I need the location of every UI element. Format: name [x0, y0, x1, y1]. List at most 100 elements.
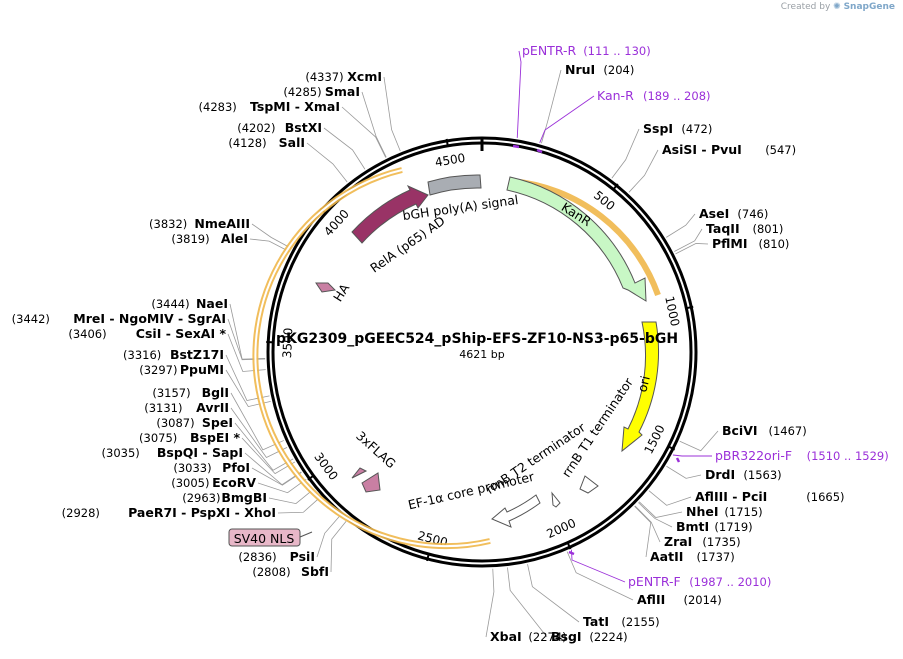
- credit-brand: SnapGene: [843, 2, 895, 12]
- enzyme-site[interactable]: BmgBI(2963): [182, 490, 267, 505]
- ha-feature[interactable]: [315, 282, 337, 293]
- enzyme-site[interactable]: SmaI(4285): [283, 84, 360, 99]
- enzyme-site[interactable]: NruI(204): [565, 62, 634, 77]
- enzyme-name: AseI: [699, 206, 729, 221]
- enzyme-site[interactable]: BsgI(2224): [551, 629, 628, 644]
- enzyme-site[interactable]: DrdI(1563): [705, 467, 782, 482]
- 3xflag-feature[interactable]: [351, 467, 381, 493]
- enzyme-site[interactable]: BstXI(4202): [237, 120, 322, 135]
- kanr-feature[interactable]: [506, 176, 647, 302]
- primer-leader: [539, 95, 595, 143]
- enzyme-site[interactable]: BspEI *(3075): [139, 430, 240, 445]
- enzyme-leader: [675, 243, 709, 255]
- enzyme-position: (4285): [283, 85, 321, 99]
- rrnb-t2-terminator-feature[interactable]: [551, 491, 561, 508]
- tick-mark: [685, 305, 694, 310]
- sv40-nls-box[interactable]: [228, 528, 301, 547]
- enzyme-site[interactable]: TaqII (801): [706, 221, 783, 236]
- enzyme-name: PflMI: [712, 236, 748, 251]
- enzyme-site[interactable]: SpeI(3087): [156, 415, 233, 430]
- enzyme-site[interactable]: XcmI (4337): [305, 69, 382, 84]
- enzyme-site[interactable]: XbaI (2274): [490, 629, 567, 644]
- enzyme-site[interactable]: PpuMI(3297): [139, 362, 224, 377]
- enzyme-site[interactable]: AsiSI - PvuI (547): [662, 142, 796, 157]
- enzyme-site[interactable]: AatII(1737): [650, 549, 735, 564]
- enzyme-site[interactable]: CsiI - SexAI *(3406): [68, 326, 226, 341]
- enzyme-leader: [316, 515, 341, 558]
- ori-feature[interactable]: [621, 321, 660, 453]
- tick-mark: [425, 552, 430, 562]
- enzyme-position: (2274): [528, 630, 566, 644]
- enzyme-position: (810): [759, 237, 790, 251]
- enzyme-site[interactable]: TatI(2155): [583, 614, 660, 629]
- enzyme-site[interactable]: SspI(472): [643, 121, 712, 136]
- enzyme-name: SpeI: [202, 415, 233, 430]
- enzyme-site[interactable]: AvrII(3131): [144, 400, 229, 415]
- enzyme-position: (3157): [152, 386, 190, 400]
- enzyme-leader: [257, 478, 307, 494]
- enzyme-position: (2836): [238, 550, 276, 564]
- enzyme-position: (3316): [123, 348, 161, 362]
- enzyme-site[interactable]: PflMI (810): [712, 236, 789, 251]
- enzyme-site[interactable]: PfoI(3033): [173, 460, 250, 475]
- enzyme-site[interactable]: MreI - NgoMIV - SgrAI(3442): [12, 311, 226, 326]
- enzyme-name: BmgBI: [221, 490, 267, 505]
- enzyme-leader: [634, 506, 652, 558]
- enzyme-site[interactable]: AflII(2014): [637, 592, 722, 607]
- enzyme-site[interactable]: AseI(746): [699, 206, 768, 221]
- enzyme-site[interactable]: AleI(3819): [171, 231, 248, 246]
- primer-site[interactable]: pENTR-F(1987 .. 2010): [628, 574, 771, 589]
- enzyme-leader: [277, 496, 321, 514]
- enzyme-position: (4337): [305, 70, 343, 84]
- primer-site[interactable]: Kan-R(189 .. 208): [597, 88, 711, 103]
- enzyme-position: (4128): [228, 136, 266, 150]
- enzyme-site[interactable]: TspMI - XmaI(4283): [199, 99, 340, 114]
- enzyme-site[interactable]: PaeR7I - PspXI - XhoI(2928): [62, 505, 276, 520]
- enzyme-name: AatII: [650, 549, 683, 564]
- enzyme-name: XcmI: [347, 69, 382, 84]
- enzyme-name: EcoRV: [212, 475, 256, 490]
- enzyme-site[interactable]: NmeAIII(3832): [149, 216, 250, 231]
- enzyme-name: NheI: [686, 504, 719, 519]
- rela-p65-ad-feature[interactable]: [351, 184, 429, 244]
- enzyme-name: SalI: [279, 135, 305, 150]
- enzyme-site[interactable]: BspQI - SapI(3035): [102, 445, 243, 460]
- enzyme-name: AsiSI - PvuI: [662, 142, 742, 157]
- enzyme-site[interactable]: BstZ17I(3316): [123, 347, 224, 362]
- enzyme-site[interactable]: BmtI(1719): [676, 519, 753, 534]
- enzyme-name: TaqII: [706, 221, 740, 236]
- credit-prefix: Created by: [780, 2, 831, 12]
- enzyme-name: DrdI: [705, 467, 735, 482]
- enzyme-position: (2928): [62, 506, 100, 520]
- sv40-nls-pointer: [299, 531, 313, 538]
- enzyme-name: XbaI: [490, 629, 522, 644]
- enzyme-site[interactable]: NheI(1715): [686, 504, 763, 519]
- enzyme-name: SspI: [643, 121, 673, 136]
- enzyme-name: AvrII: [196, 400, 229, 415]
- enzyme-leader: [507, 567, 548, 638]
- enzyme-site[interactable]: SbfI(2808): [252, 564, 329, 579]
- enzyme-site[interactable]: BciVI(1467): [722, 423, 807, 438]
- sv40-nls-label: SV40 NLS: [234, 531, 295, 546]
- bgh-polya-feature[interactable]: [427, 174, 482, 196]
- enzyme-site[interactable]: ZraI(1735): [664, 534, 741, 549]
- rrnb-t1-terminator-feature[interactable]: [579, 475, 599, 494]
- enzyme-position: (547): [765, 143, 796, 157]
- enzyme-name: BsgI: [551, 629, 582, 644]
- enzyme-site[interactable]: SalI (4128): [228, 135, 305, 150]
- enzyme-leader: [628, 149, 659, 193]
- ef1a-core-promoter-feature[interactable]: [491, 494, 541, 528]
- primer-site[interactable]: pBR322ori-F(1510 .. 1529): [715, 448, 889, 463]
- enzyme-site[interactable]: PsiI(2836): [238, 549, 315, 564]
- ha-label: HA: [330, 281, 352, 305]
- enzyme-position: (801): [753, 222, 784, 236]
- enzyme-position: (1735): [702, 535, 740, 549]
- primer-site[interactable]: pENTR-R(111 .. 130): [522, 43, 651, 58]
- enzyme-site[interactable]: EcoRV(3005): [171, 475, 256, 490]
- enzyme-site[interactable]: NaeI(3444): [151, 296, 228, 311]
- enzyme-position: (3832): [149, 217, 187, 231]
- primer-name: pBR322ori-F: [715, 448, 792, 463]
- enzyme-site[interactable]: BglI(3157): [152, 385, 229, 400]
- enzyme-position: (1467): [769, 424, 807, 438]
- enzyme-site[interactable]: AflIII - PciI(1665): [695, 489, 845, 504]
